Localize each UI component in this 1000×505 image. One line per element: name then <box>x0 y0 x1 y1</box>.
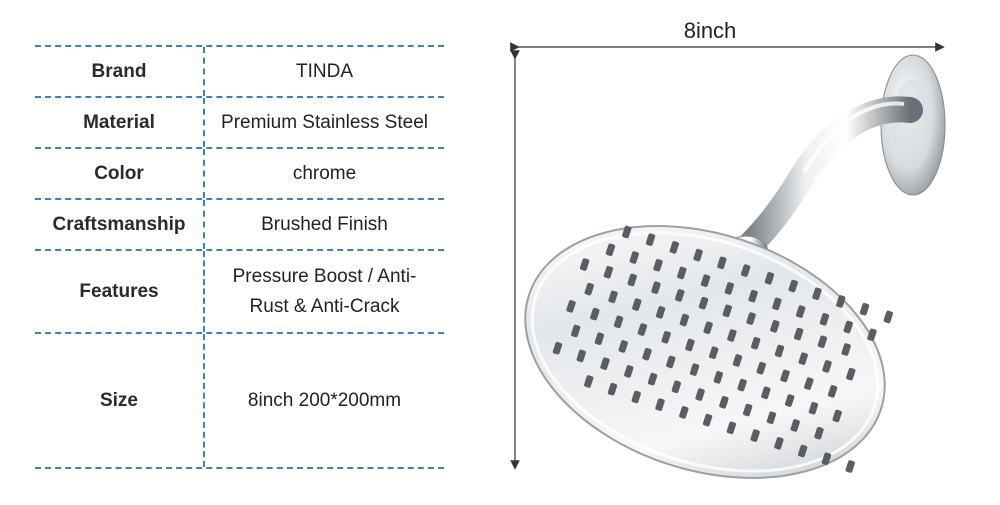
spec-label: Craftsmanship <box>35 200 205 249</box>
shower-arm <box>737 96 923 258</box>
shower-head-image <box>510 42 946 479</box>
product-illustration: 8inch <box>500 0 1000 500</box>
spec-row-features: Features Pressure Boost / Anti-Rust & An… <box>35 251 444 334</box>
spec-value: Brushed Finish <box>261 213 388 235</box>
shower-head-disc <box>524 225 886 479</box>
spec-row-brand: Brand TINDA <box>35 47 444 98</box>
spec-row-material: Material Premium Stainless Steel <box>35 98 444 149</box>
spec-value: Premium Stainless Steel <box>221 111 428 133</box>
spec-label: Color <box>35 149 205 198</box>
spec-label: Features <box>35 251 205 332</box>
spec-row-color: Color chrome <box>35 149 444 200</box>
width-dimension-label: 8inch <box>683 18 737 43</box>
spec-label: Material <box>35 98 205 147</box>
spec-row-craftsmanship: Craftsmanship Brushed Finish <box>35 200 444 251</box>
spec-row-size: Size 8inch 200*200mm <box>35 334 444 469</box>
spec-value: Pressure Boost / Anti-Rust & Anti-Crack <box>232 265 417 317</box>
spec-value: 8inch 200*200mm <box>247 389 402 411</box>
spec-label: Brand <box>35 47 205 96</box>
spec-table: Brand TINDA Material Premium Stainless S… <box>35 45 444 469</box>
spec-label: Size <box>35 334 205 467</box>
nozzle-grid <box>552 225 894 474</box>
spec-value: TINDA <box>296 60 353 82</box>
spec-value: chrome <box>292 162 357 184</box>
